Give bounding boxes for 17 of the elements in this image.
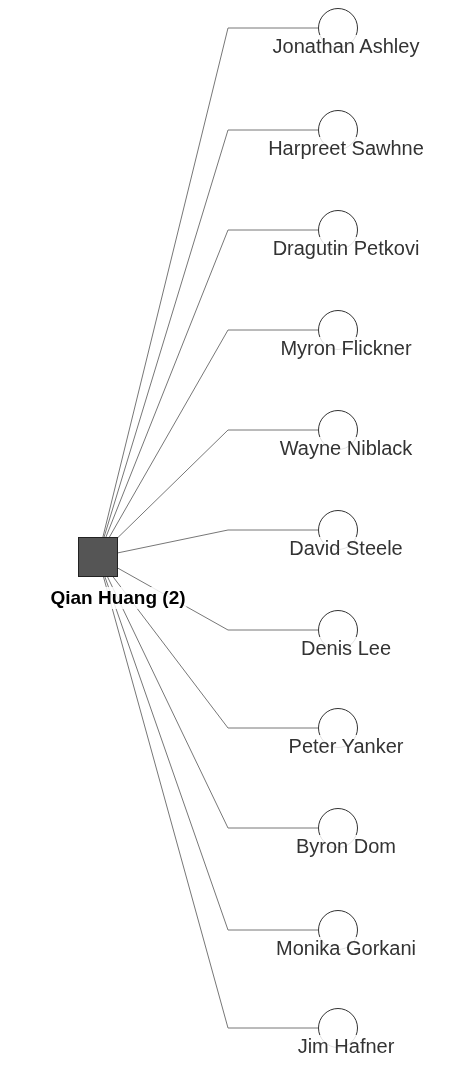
connector-line — [104, 576, 319, 931]
connector-line — [117, 429, 319, 538]
node-label: Myron Flickner — [279, 337, 413, 359]
connector-line — [117, 529, 319, 554]
central-node-label: Qian Huang (2) — [49, 587, 187, 609]
connector-line — [107, 576, 319, 829]
node-label: Byron Dom — [295, 835, 397, 857]
node-label: Wayne Niblack — [278, 437, 414, 459]
connector-line — [112, 576, 319, 729]
node-label: Jonathan Ashley — [271, 35, 421, 57]
node-label: Harpreet Sawhne — [267, 137, 425, 159]
connector-line — [108, 329, 319, 538]
connector-line — [103, 576, 319, 1029]
connector-line — [102, 27, 319, 538]
connector-line — [105, 229, 319, 538]
connector-line — [103, 129, 319, 538]
node-label: Dragutin Petkovi — [271, 237, 421, 259]
